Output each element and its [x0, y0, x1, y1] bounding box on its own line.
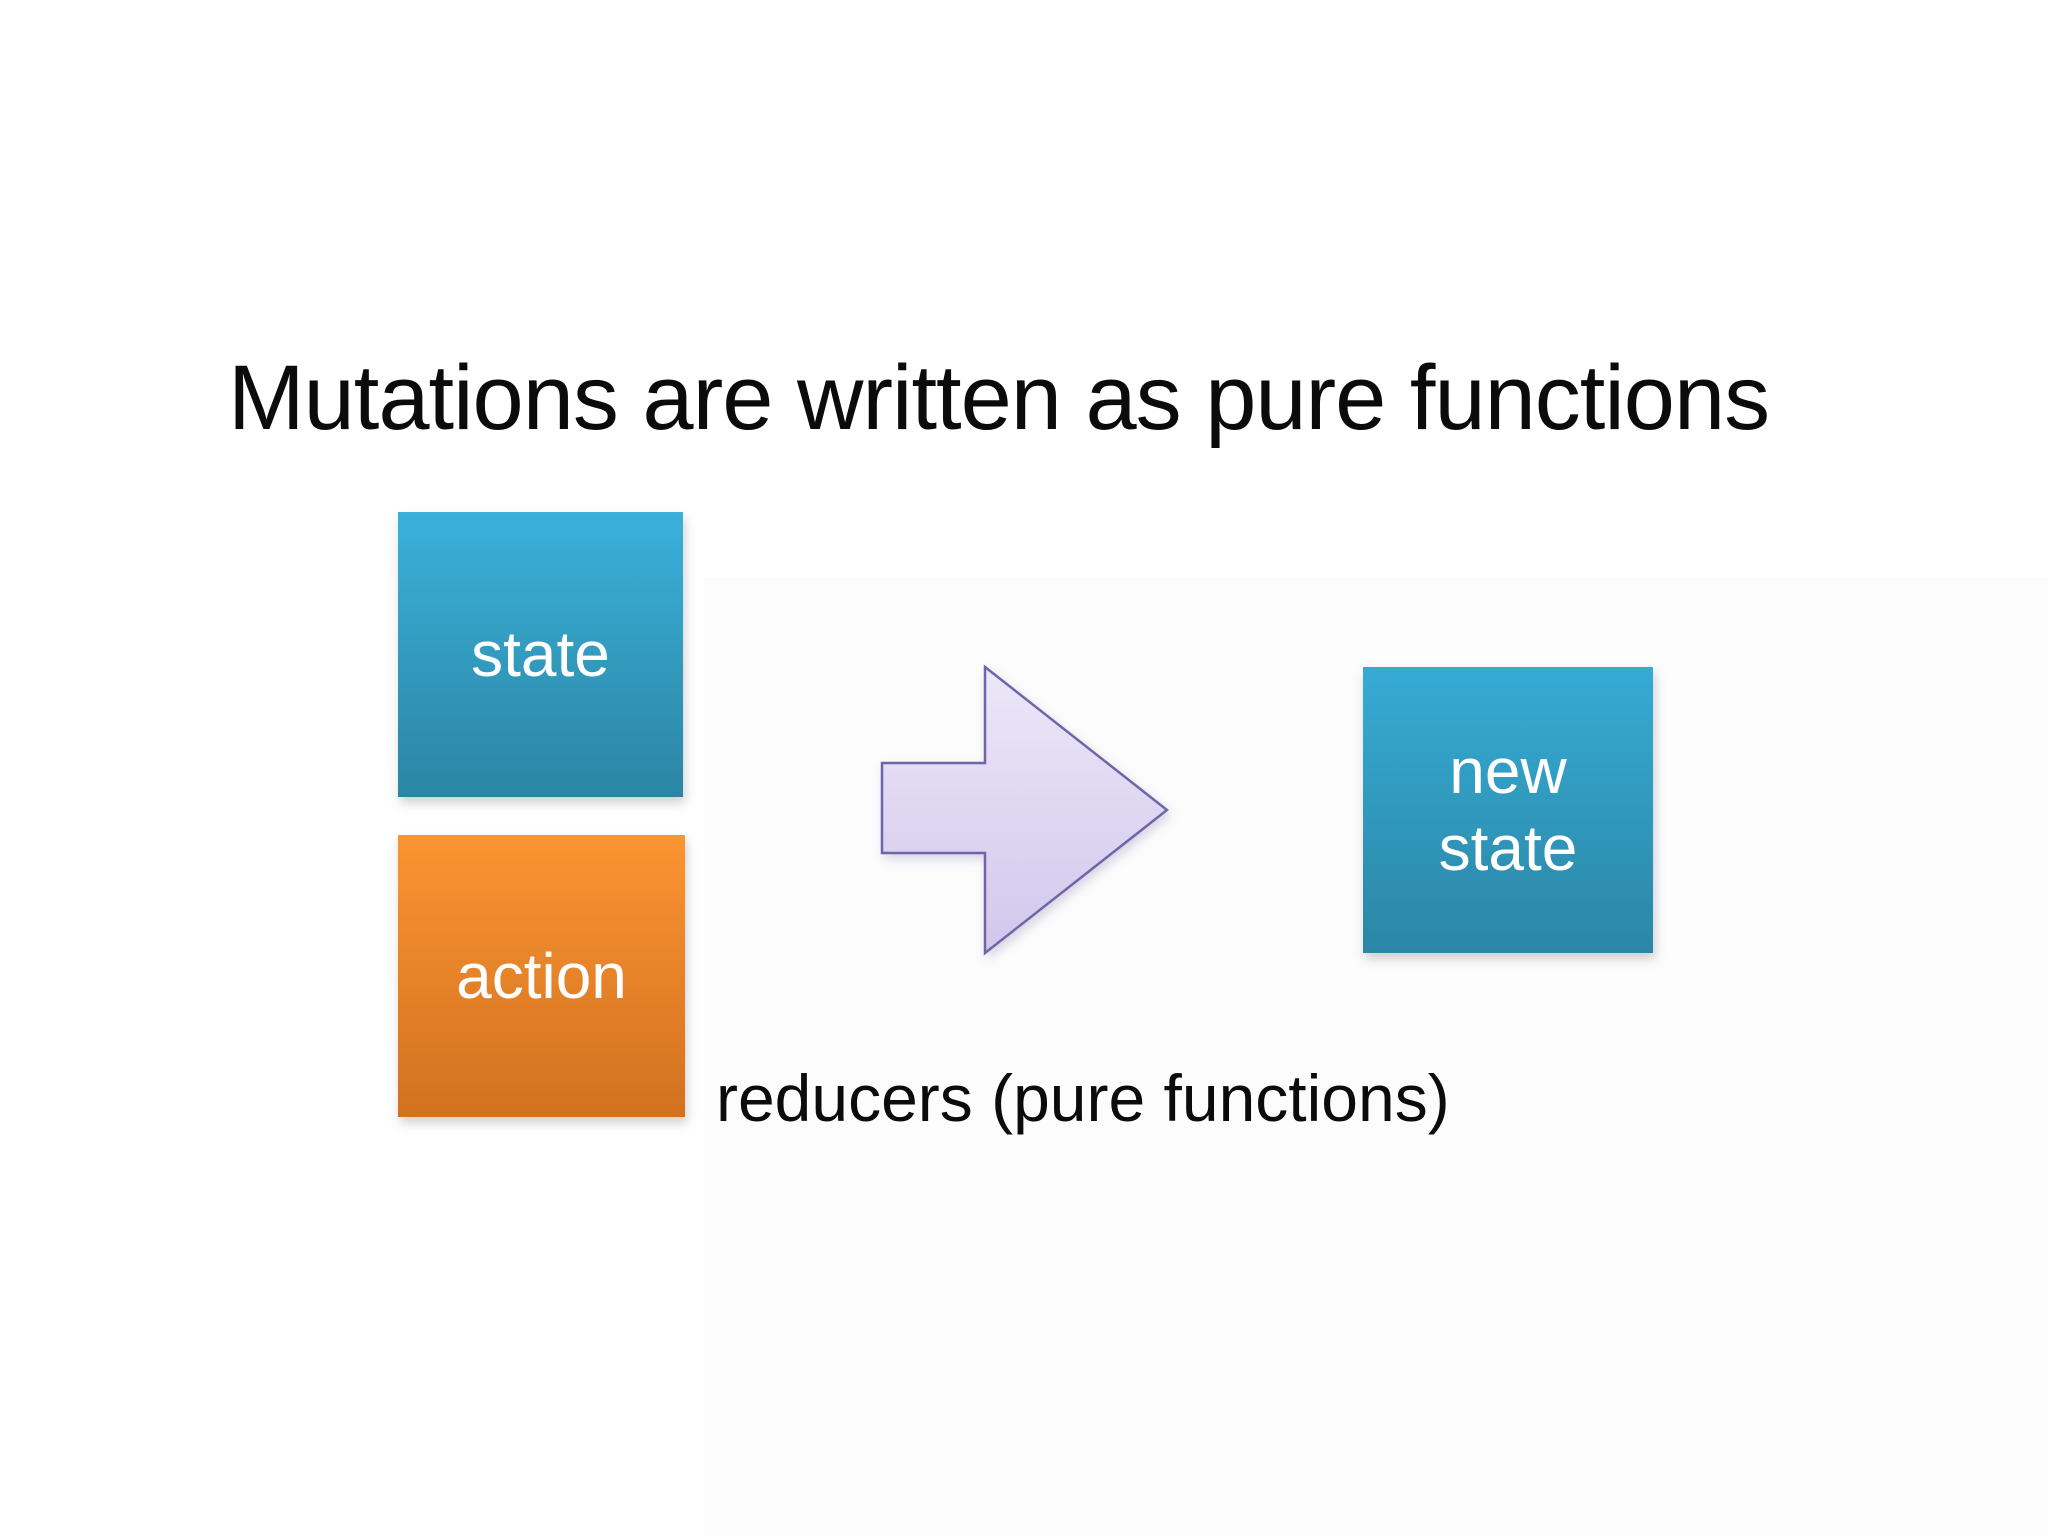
slide-title: Mutations are written as pure functions — [228, 347, 1770, 449]
diagram-node-new-state: new state — [1363, 667, 1653, 953]
new-state-node-label-line2: state — [1438, 812, 1578, 884]
action-node-label: action — [456, 939, 627, 1012]
reducers-caption: reducers (pure functions) — [716, 1061, 1450, 1135]
diagram-node-action: action — [398, 835, 685, 1117]
state-node-label: state — [471, 618, 610, 691]
right-arrow-icon — [878, 663, 1173, 957]
new-state-node-label-line1: new — [1449, 735, 1567, 808]
diagram-node-state: state — [398, 512, 683, 797]
